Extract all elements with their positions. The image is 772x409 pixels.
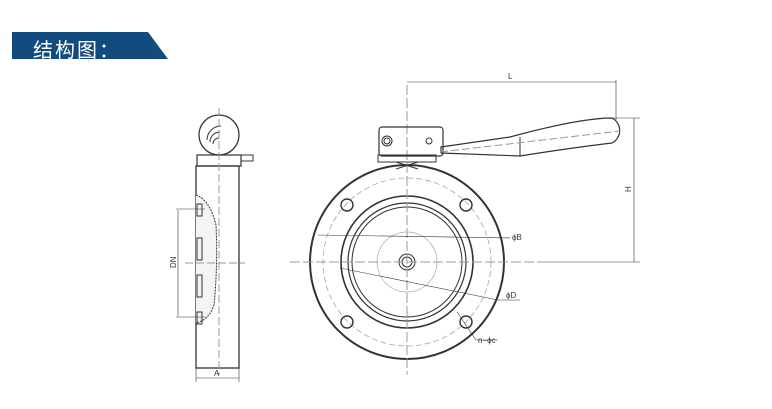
title-banner — [12, 32, 168, 59]
dim-B: ϕB — [512, 233, 522, 242]
side-view — [176, 108, 254, 382]
dim-DN: DN — [169, 256, 178, 268]
dim-H: H — [624, 186, 633, 192]
dim-nc: n−ϕc — [478, 336, 496, 345]
dim-L: L — [508, 72, 513, 81]
dim-A: A — [214, 369, 220, 378]
front-view — [290, 80, 640, 375]
dim-D: ϕD — [506, 291, 516, 300]
title-text: 结构图： — [33, 38, 121, 62]
